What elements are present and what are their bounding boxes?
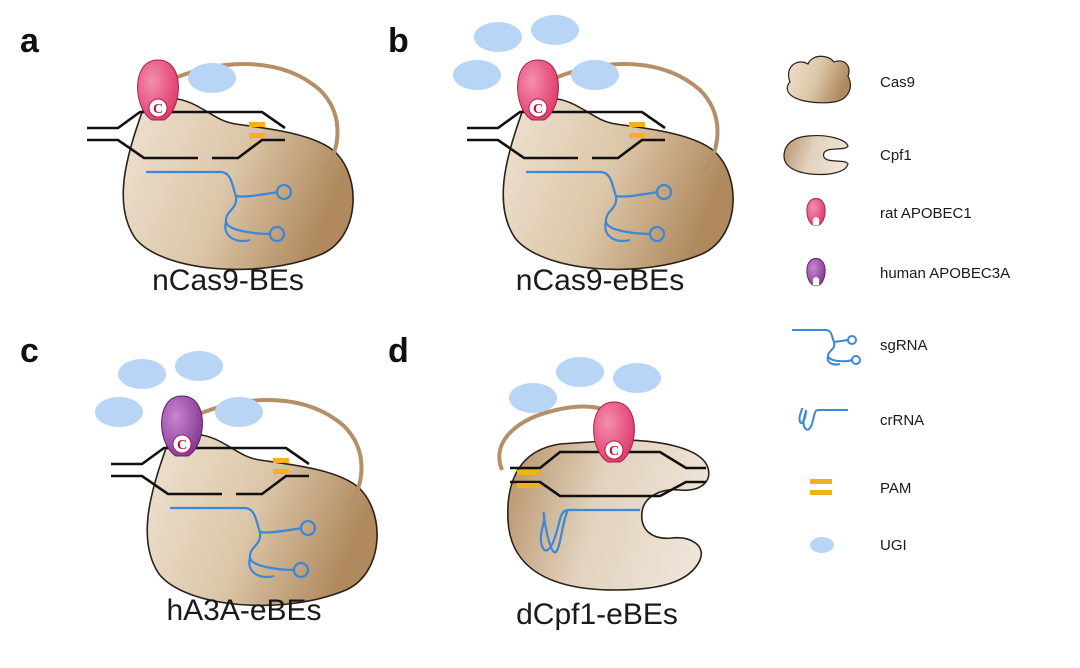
panel-letter-c: c: [20, 332, 39, 370]
ugi-icon: [810, 537, 834, 553]
cytidine-mark: C: [533, 102, 543, 117]
cytidine-mark: C: [153, 102, 163, 117]
legend-item-sgrna: sgRNA: [792, 329, 928, 366]
human-apobec3a-icon: [806, 258, 826, 286]
legend-item-cas9: Cas9: [786, 55, 915, 104]
rat-apobec1-enzyme: C: [593, 401, 635, 463]
legend-label: sgRNA: [880, 337, 928, 354]
panel-letter-a: a: [20, 22, 40, 60]
rat-apobec1-icon: [806, 198, 826, 226]
ugi-blob: [188, 63, 236, 93]
legend-item-cpf1: Cpf1: [783, 135, 912, 176]
legend-item-ugi: UGI: [810, 537, 907, 554]
cytidine-mark: C: [609, 444, 619, 459]
legend-label: rat APOBEC1: [880, 205, 972, 222]
caption-dCpf1-eBEs: dCpf1-eBEs: [516, 598, 678, 631]
cpf1-icon: [783, 135, 849, 176]
panel-a-diagram: C nCas9-BEs: [85, 59, 356, 297]
legend-item-rat-apobec1: rat APOBEC1: [806, 198, 972, 226]
ugi-blob: [474, 22, 522, 52]
ugi-blob: [613, 363, 661, 393]
ugi-blob: [571, 60, 619, 90]
legend-label: crRNA: [880, 412, 924, 429]
legend-label: Cas9: [880, 74, 915, 91]
panel-b-diagram: C nCas9-eBEs: [453, 15, 736, 297]
panel-letter-d: d: [388, 332, 409, 370]
ugi-blob: [118, 359, 166, 389]
legend-item-pam: PAM: [810, 479, 911, 497]
ugi-blob: [556, 357, 604, 387]
ugi-blob: [95, 397, 143, 427]
panel-c-diagram: C hA3A-eBEs: [95, 351, 380, 627]
ugi-blob: [531, 15, 579, 45]
legend-item-crrna: crRNA: [798, 407, 924, 431]
rat-apobec1-enzyme: C: [137, 59, 179, 121]
sgrna-icon: [792, 329, 861, 366]
legend: Cas9 Cpf1 rat APOBEC1 human APOBEC3A: [783, 55, 1010, 554]
crrna-icon: [798, 407, 848, 431]
ugi-blob: [215, 397, 263, 427]
cas9-icon: [786, 55, 851, 104]
legend-label: human APOBEC3A: [880, 265, 1010, 282]
ugi-blob: [175, 351, 223, 381]
human-apobec3a-enzyme: C: [161, 395, 203, 457]
legend-label: UGI: [880, 537, 907, 554]
cytidine-mark: C: [177, 438, 187, 453]
caption-hA3A-eBEs: hA3A-eBEs: [166, 594, 321, 627]
legend-label: PAM: [880, 480, 911, 497]
rat-apobec1-enzyme: C: [517, 59, 559, 121]
panel-d-diagram: C dCpf1-eBEs: [497, 357, 710, 631]
ugi-blob: [509, 383, 557, 413]
caption-nCas9-eBEs: nCas9-eBEs: [516, 264, 684, 297]
panel-letter-b: b: [388, 22, 409, 60]
pam-icon: [810, 479, 832, 495]
ugi-blob: [453, 60, 501, 90]
legend-item-human-apobec3a: human APOBEC3A: [806, 258, 1010, 286]
caption-nCas9-BEs: nCas9-BEs: [152, 264, 304, 297]
legend-label: Cpf1: [880, 147, 912, 164]
